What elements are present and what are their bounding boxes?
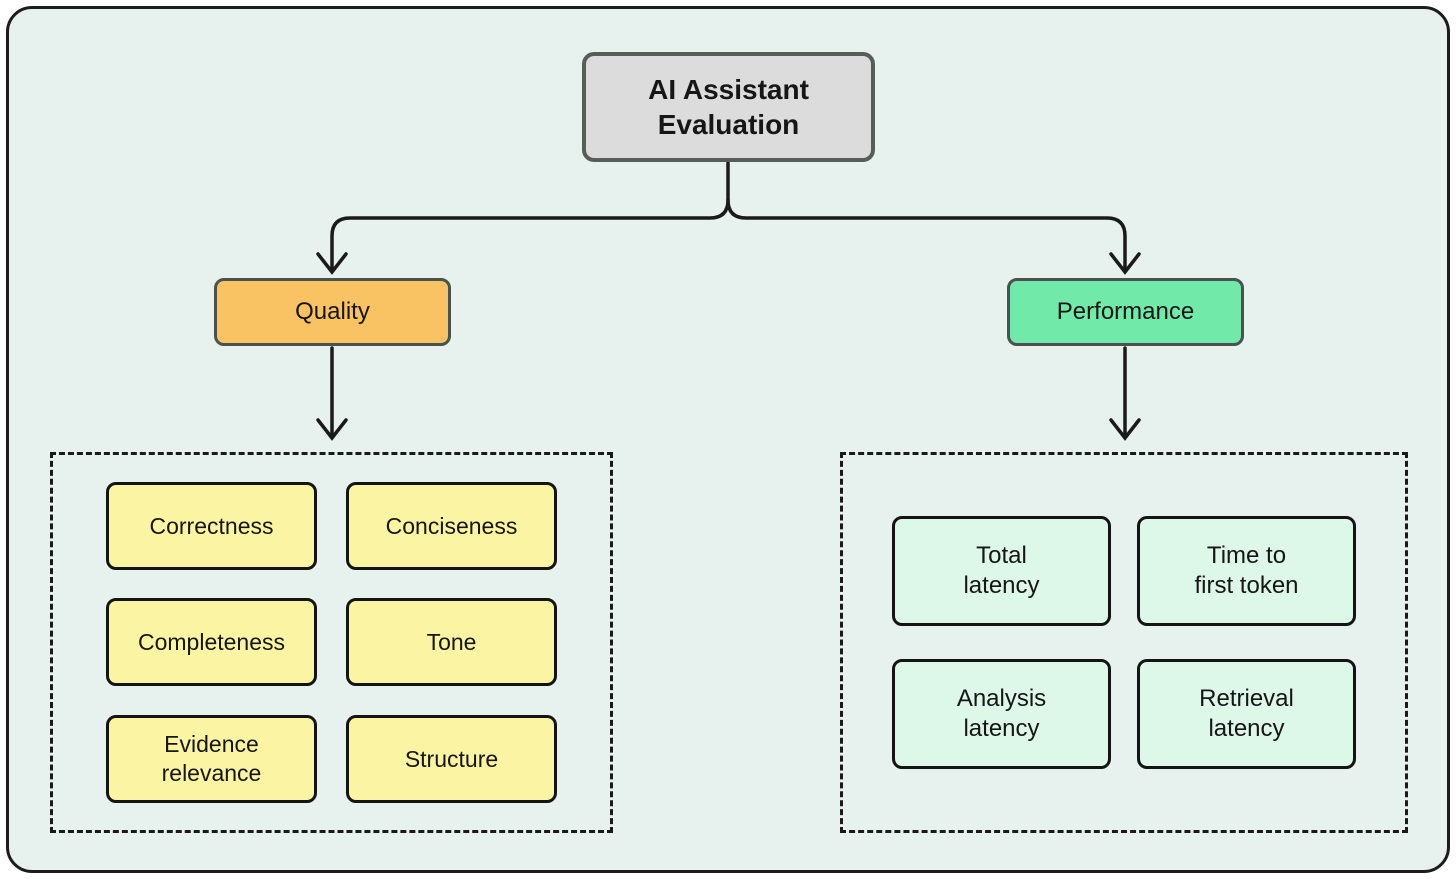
leaf-node-completeness: Completeness [106, 598, 317, 686]
root-node-label: AI Assistant Evaluation [648, 74, 809, 140]
leaf-node-conciseness: Conciseness [346, 482, 557, 570]
performance-group: Total latency Time to first token Analys… [840, 452, 1408, 833]
leaf-node-tone: Tone [346, 598, 557, 686]
leaf-node-correctness: Correctness [106, 482, 317, 570]
leaf-label: Tone [426, 628, 477, 655]
leaf-node-retrieval-latency: Retrieval latency [1137, 659, 1356, 769]
leaf-node-total-latency: Total latency [892, 516, 1111, 626]
leaf-label: Total latency [963, 542, 1040, 599]
leaf-node-evidence-relevance: Evidence relevance [106, 715, 317, 803]
branch-node-quality: Quality [214, 278, 451, 346]
performance-label: Performance [1056, 298, 1195, 325]
leaf-node-time-to-first-token: Time to first token [1137, 516, 1356, 626]
leaf-label: Evidence relevance [161, 731, 262, 786]
leaf-label: Completeness [137, 628, 286, 655]
leaf-label: Conciseness [385, 512, 518, 539]
leaf-node-structure: Structure [346, 715, 557, 803]
leaf-label: Analysis latency [956, 685, 1047, 742]
branch-node-performance: Performance [1007, 278, 1244, 346]
leaf-node-analysis-latency: Analysis latency [892, 659, 1111, 769]
quality-label: Quality [295, 298, 370, 325]
quality-group: Correctness Conciseness Completeness Ton… [50, 452, 613, 833]
leaf-label: Retrieval latency [1199, 685, 1294, 742]
leaf-label: Structure [404, 745, 499, 772]
root-node-ai-assistant-evaluation: AI Assistant Evaluation [582, 52, 875, 162]
leaf-label: Correctness [149, 512, 274, 539]
leaf-label: Time to first token [1194, 542, 1299, 599]
